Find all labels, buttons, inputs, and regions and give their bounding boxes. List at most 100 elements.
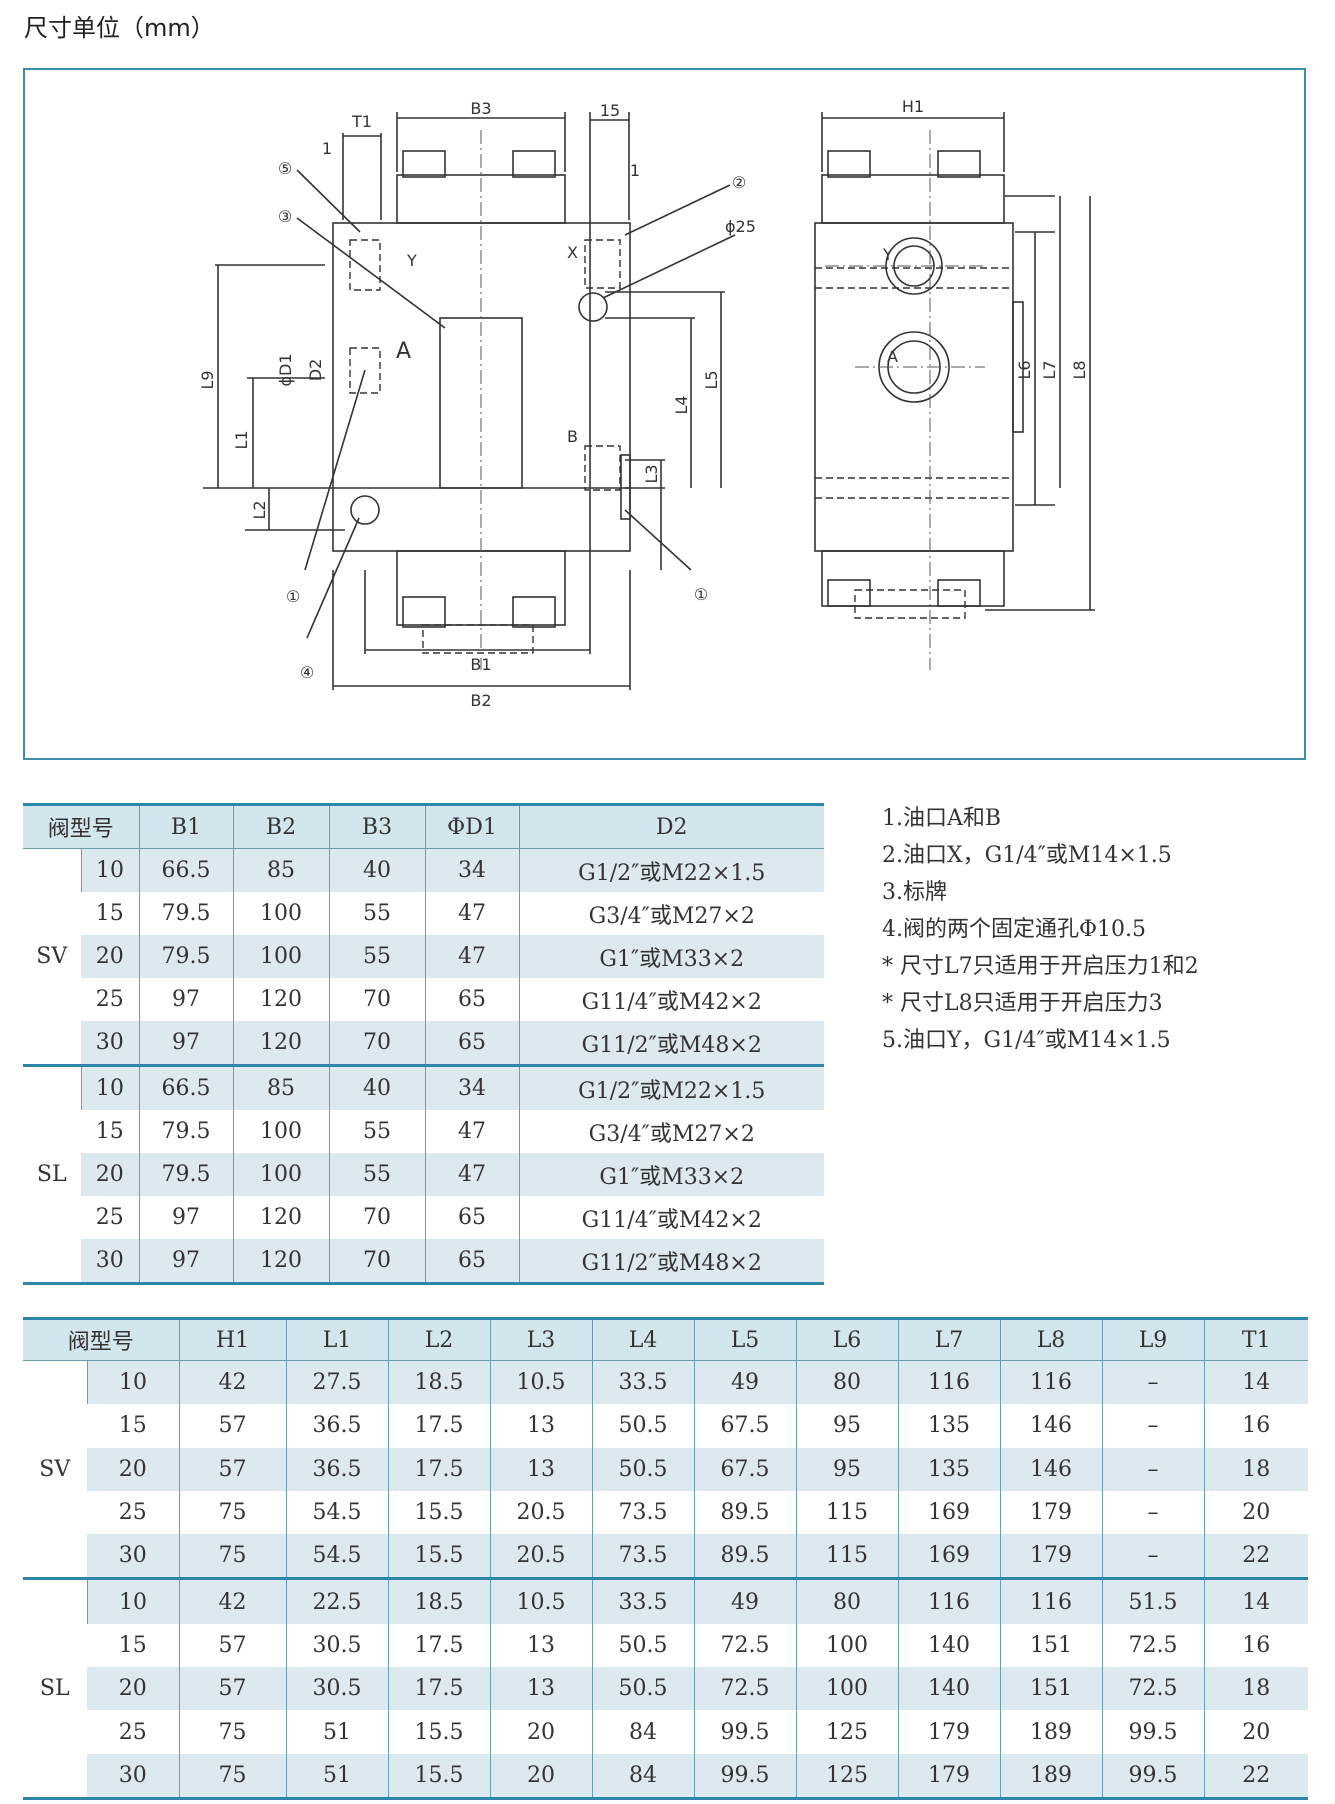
model-size: 15	[95, 1119, 124, 1144]
callout-1-left: ①	[286, 587, 300, 606]
table-cell: 85	[232, 848, 329, 892]
table-cell: 42	[178, 1360, 286, 1405]
column-header: L1	[285, 1318, 388, 1361]
table-cell: 66.5	[138, 1064, 233, 1110]
note-item: 1.油口A和B	[882, 806, 1002, 831]
table-cell: 99.5	[1101, 1753, 1204, 1799]
dim-label-b2: B2	[470, 691, 491, 710]
port-b-flange	[620, 454, 631, 520]
table-cell: 49	[693, 1577, 796, 1624]
table-cell: 99.5	[693, 1710, 796, 1754]
table-cell: –	[1101, 1490, 1204, 1535]
table-cell: 99.5	[1101, 1710, 1204, 1754]
model-size: 30	[87, 1534, 179, 1579]
table-cell: 179	[897, 1710, 1000, 1754]
dim-label-l2: L2	[250, 500, 269, 519]
side-port-label-y: Y	[882, 245, 893, 264]
model-size: 10	[86, 1577, 179, 1624]
dim-label-l8: L8	[1070, 360, 1089, 379]
table-cell: 115	[795, 1490, 898, 1535]
table-cell: 14	[1203, 1360, 1308, 1405]
port-x-hole	[578, 292, 608, 322]
side-top-bolt-right	[937, 150, 981, 178]
side-port-label-a: A	[887, 347, 898, 366]
table-cell: 47	[424, 892, 519, 935]
table-cell: 20	[1203, 1710, 1308, 1754]
port-label-x: X	[567, 243, 578, 262]
table-cell: 79.5	[138, 1110, 233, 1153]
table-cell: 18.5	[387, 1360, 490, 1405]
table-cell: 80	[795, 1360, 898, 1405]
series-label: SV	[23, 848, 81, 1066]
table-cell: 13	[489, 1447, 592, 1491]
column-header: B2	[232, 804, 329, 849]
table-cell: 18.5	[387, 1577, 490, 1624]
column-header: T1	[1203, 1318, 1308, 1361]
table-cell: 49	[693, 1360, 796, 1405]
column-header: L2	[387, 1318, 490, 1361]
table-cell: 125	[795, 1710, 898, 1754]
side-top-bolt-left	[827, 150, 871, 178]
dim-label-1-left: 1	[322, 139, 332, 158]
table-cell: 15.5	[387, 1534, 490, 1579]
front-bottom-bolt-left	[402, 596, 446, 628]
callout-3: ③	[278, 207, 292, 226]
table-cell: –	[1101, 1534, 1204, 1579]
mounting-hole	[350, 495, 380, 525]
table-cell: 36.5	[285, 1447, 388, 1491]
dim-label-l4: L4	[672, 395, 691, 414]
table-cell: 135	[897, 1404, 1000, 1448]
table-cell: 22.5	[285, 1577, 388, 1624]
side-flange	[1012, 301, 1024, 433]
side-bottom-bolt-right	[937, 579, 981, 607]
table-cell: 97	[138, 1239, 233, 1284]
dim-label-l1: L1	[232, 430, 251, 449]
side-bottom-cap	[821, 550, 1005, 607]
table-cell: 179	[999, 1490, 1102, 1535]
table-cell: 75	[178, 1534, 286, 1579]
column-header: H1	[178, 1318, 286, 1361]
note-item: * 尺寸L8只适用于开启压力3	[882, 991, 1163, 1016]
dim-label-l5: L5	[702, 370, 721, 389]
table-cell: 14	[1203, 1577, 1308, 1624]
table-cell: 72.5	[1101, 1667, 1204, 1711]
table-cell: 146	[999, 1404, 1102, 1448]
table-cell: 100	[232, 1110, 329, 1153]
table-cell: 100	[795, 1667, 898, 1711]
table-cell: 55	[328, 935, 425, 978]
table-cell: 47	[424, 1110, 519, 1153]
table-cell: 120	[232, 1239, 329, 1284]
table-cell: 18	[1203, 1667, 1308, 1711]
front-bottom-bolt-right	[512, 596, 556, 628]
column-header: L4	[591, 1318, 694, 1361]
table-cell: 30.5	[285, 1667, 388, 1711]
column-header: ΦD1	[424, 804, 519, 849]
table-cell: 57	[178, 1447, 286, 1491]
table-cell: 179	[999, 1534, 1102, 1579]
table-cell: 100	[232, 1153, 329, 1196]
table-cell: 42	[178, 1577, 286, 1624]
front-top-bolt-left	[402, 150, 446, 178]
dim-label-b1: B1	[470, 655, 491, 674]
table-cell: 99.5	[693, 1753, 796, 1799]
table-cell: 189	[999, 1753, 1102, 1799]
model-size: 10	[86, 1360, 179, 1405]
table-cell: 73.5	[591, 1534, 694, 1579]
table-cell: 84	[591, 1753, 694, 1799]
table-cell: 115	[795, 1534, 898, 1579]
column-header: L7	[897, 1318, 1000, 1361]
dim-label-l9: L9	[198, 370, 217, 389]
dim-label-1-right: 1	[630, 161, 640, 180]
table-cell: 67.5	[693, 1404, 796, 1448]
table-cell: 97	[138, 1021, 233, 1066]
